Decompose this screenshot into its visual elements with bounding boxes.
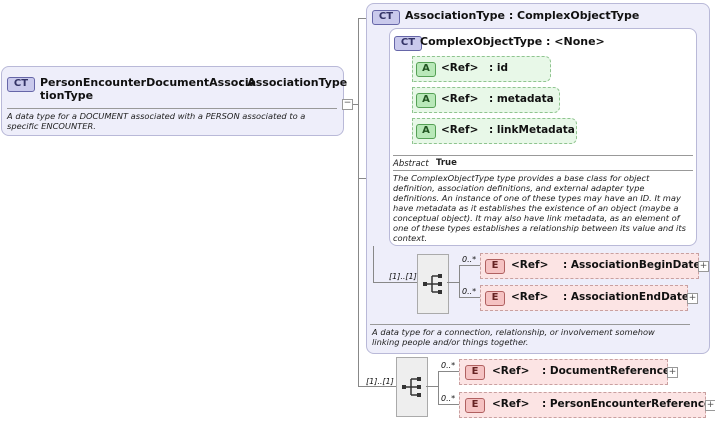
association-type-title: AssociationType : ComplexObjectType <box>405 9 640 22</box>
expand-toggle-icon[interactable]: + <box>687 293 698 304</box>
complex-object-type-title: ComplexObjectType : <None> <box>420 35 605 48</box>
collapse-toggle-icon[interactable]: − <box>342 98 353 110</box>
connector <box>351 104 359 105</box>
attribute-link-metadata[interactable]: A <Ref> : linkMetadata <box>412 118 577 144</box>
connector <box>358 178 366 179</box>
attribute-name: : id <box>489 62 508 74</box>
connector <box>358 18 366 19</box>
complex-type-icon: CT <box>7 77 35 92</box>
sequence-compositor-icon[interactable] <box>417 254 449 314</box>
connector <box>438 404 459 405</box>
element-document-reference[interactable]: E <Ref> : DocumentReference <box>459 359 671 385</box>
element-icon: E <box>485 291 505 306</box>
element-name: : DocumentReference <box>542 365 671 377</box>
abstract-label: Abstract <box>393 159 429 169</box>
expand-toggle-icon[interactable]: + <box>667 367 678 378</box>
attribute-ref: <Ref> <box>441 93 479 105</box>
association-type-box[interactable]: CT AssociationType : ComplexObjectType C… <box>366 3 710 354</box>
attribute-metadata[interactable]: A <Ref> : metadata <box>412 87 560 113</box>
sequence-cardinality: [1]..[1] <box>389 272 417 281</box>
connector <box>373 246 374 283</box>
element-association-begin-date[interactable]: E <Ref> : AssociationBeginDate <box>480 253 701 279</box>
sequence-icon <box>423 274 442 294</box>
divider <box>393 170 693 171</box>
connector <box>447 282 459 283</box>
element-cardinality: 0..* <box>462 255 477 264</box>
element-name: : PersonEncounterReference <box>542 398 712 410</box>
connector <box>438 371 459 372</box>
connector <box>459 265 480 266</box>
sequence-compositor-icon[interactable] <box>396 357 428 417</box>
element-cardinality: 0..* <box>441 394 456 403</box>
expand-toggle-icon[interactable]: + <box>705 400 715 411</box>
divider <box>393 155 693 156</box>
type-description: A data type for a DOCUMENT associated wi… <box>7 111 306 131</box>
attribute-name: : linkMetadata <box>489 124 575 136</box>
connector <box>459 265 460 297</box>
element-person-encounter-reference[interactable]: E <Ref> : PersonEncounterReference <box>459 392 711 418</box>
element-ref: <Ref> <box>511 259 549 271</box>
divider <box>370 324 690 325</box>
element-cardinality: 0..* <box>462 287 477 296</box>
connector <box>438 371 439 404</box>
element-icon: E <box>465 365 485 380</box>
element-ref: <Ref> <box>492 365 530 377</box>
attribute-icon: A <box>416 62 436 77</box>
complex-type-icon: CT <box>372 10 400 25</box>
element-ref: <Ref> <box>492 398 530 410</box>
abstract-value: True <box>436 158 457 168</box>
sequence-cardinality: [1]..[1] <box>366 377 394 386</box>
attribute-name: : metadata <box>489 93 554 105</box>
divider <box>7 108 337 109</box>
connector <box>358 386 396 387</box>
type-name-line1: PersonEncounterDocumentAssocia <box>40 76 257 89</box>
connector <box>426 386 438 387</box>
attribute-id[interactable]: A <Ref> : id <box>412 56 551 82</box>
attribute-ref: <Ref> <box>441 124 479 136</box>
expand-toggle-icon[interactable]: + <box>698 261 709 272</box>
attribute-ref: <Ref> <box>441 62 479 74</box>
element-association-end-date[interactable]: E <Ref> : AssociationEndDate <box>480 285 690 311</box>
element-name: : AssociationBeginDate <box>563 259 701 271</box>
sequence-icon <box>402 377 421 397</box>
attribute-icon: A <box>416 93 436 108</box>
complex-object-type-description: The ComplexObjectType type provides a ba… <box>393 173 686 243</box>
attribute-icon: A <box>416 124 436 139</box>
type-name-line2: tionType <box>40 89 94 102</box>
connector <box>358 18 359 386</box>
complex-type-icon: CT <box>394 36 422 51</box>
complex-object-type-box[interactable]: CT ComplexObjectType : <None> A <Ref> : … <box>389 28 697 246</box>
association-type-description: A data type for a connection, relationsh… <box>372 327 655 347</box>
element-ref: <Ref> <box>511 291 549 303</box>
element-icon: E <box>485 259 505 274</box>
connector <box>373 282 417 283</box>
person-encounter-document-association-type[interactable]: CT PersonEncounterDocumentAssocia tionTy… <box>1 66 348 136</box>
element-cardinality: 0..* <box>441 361 456 370</box>
element-name: : AssociationEndDate <box>563 291 690 303</box>
connector <box>459 297 480 298</box>
type-base-line1: : AssociationType <box>239 76 348 89</box>
element-icon: E <box>465 398 485 413</box>
